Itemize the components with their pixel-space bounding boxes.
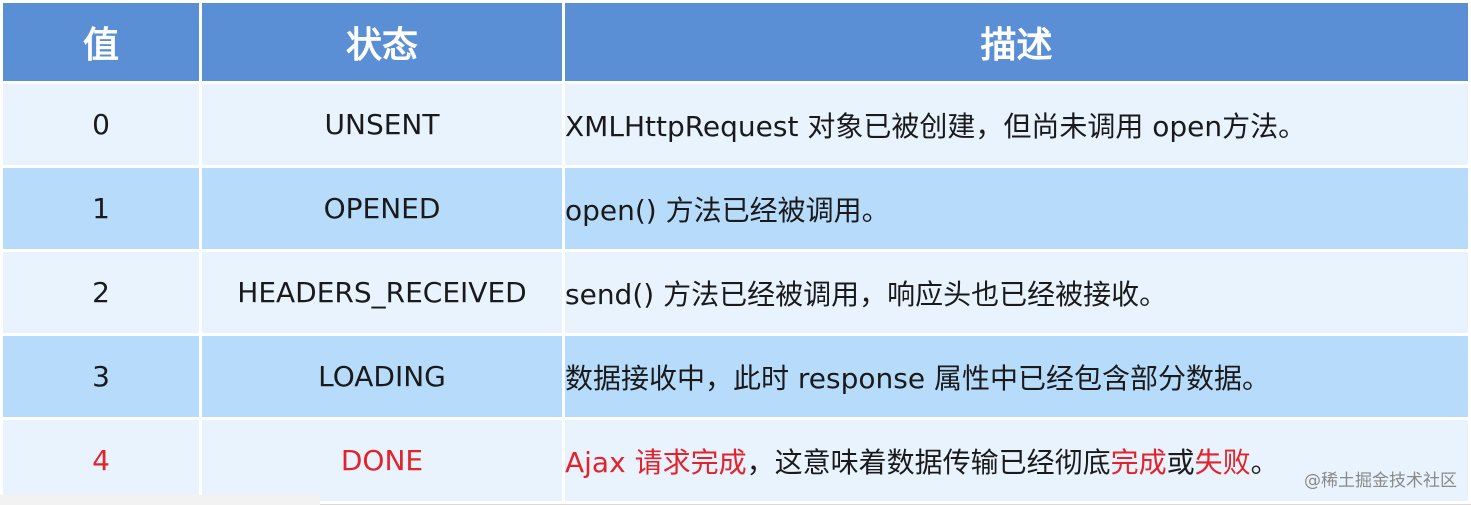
table-row: 4 DONE Ajax 请求完成，这意味着数据传输已经彻底完成或失败。 — [0, 417, 1471, 504]
cell-state: LOADING — [199, 333, 565, 420]
desc-part-highlight: 失败 — [1194, 445, 1251, 479]
table-row: 0 UNSENT XMLHttpRequest 对象已被创建，但尚未调用 ope… — [0, 81, 1471, 168]
desc-part-highlight: Ajax 请求完成 — [565, 445, 747, 479]
cell-value: 4 — [0, 417, 202, 504]
cell-value: 1 — [0, 165, 202, 252]
table-row: 2 HEADERS_RECEIVED send() 方法已经被调用，响应头也已经… — [0, 249, 1471, 336]
header-state: 状态 — [199, 0, 565, 84]
cell-state: UNSENT — [199, 81, 565, 168]
cell-description: 数据接收中，此时 response 属性中已经包含部分数据。 — [562, 333, 1471, 420]
table-row: 3 LOADING 数据接收中，此时 response 属性中已经包含部分数据。 — [0, 333, 1471, 420]
cell-description: Ajax 请求完成，这意味着数据传输已经彻底完成或失败。 — [562, 417, 1471, 504]
table-row: 1 OPENED open() 方法已经被调用。 — [0, 165, 1471, 252]
watermark: @稀土掘金技术社区 — [1304, 471, 1457, 491]
header-value: 值 — [0, 0, 202, 84]
desc-part: 。 — [1250, 445, 1279, 479]
desc-part-highlight: 完成 — [1110, 445, 1167, 479]
table-header-row: 值 状态 描述 — [0, 0, 1471, 84]
cell-value: 2 — [0, 249, 202, 336]
cell-value: 0 — [0, 81, 202, 168]
cell-state: HEADERS_RECEIVED — [199, 249, 565, 336]
header-description: 描述 — [562, 0, 1471, 84]
cell-description: XMLHttpRequest 对象已被创建，但尚未调用 open方法。 — [562, 81, 1471, 168]
bottom-strip — [0, 495, 320, 505]
cell-state: DONE — [199, 417, 565, 504]
cell-value: 3 — [0, 333, 202, 420]
desc-part: 或 — [1166, 445, 1195, 479]
cell-state: OPENED — [199, 165, 565, 252]
cell-description: send() 方法已经被调用，响应头也已经被接收。 — [562, 249, 1471, 336]
cell-description: open() 方法已经被调用。 — [562, 165, 1471, 252]
desc-part: ，这意味着数据传输已经彻底 — [746, 445, 1111, 479]
